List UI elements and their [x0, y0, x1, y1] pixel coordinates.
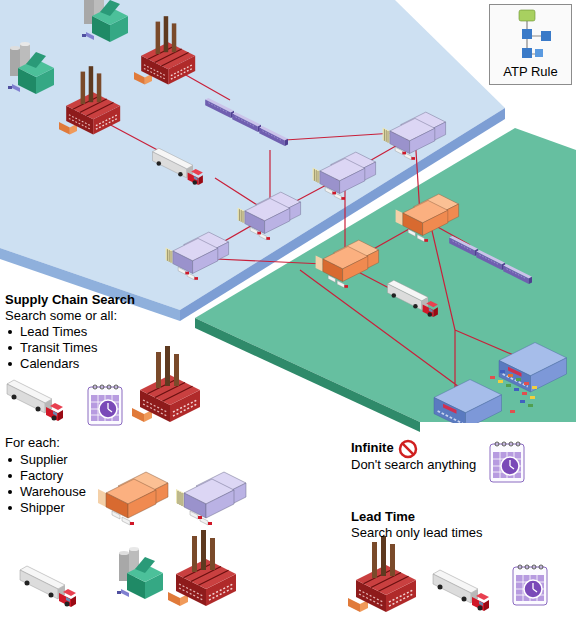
section-text: Search some or all: — [5, 308, 117, 324]
warehouse-icon — [313, 152, 376, 200]
platform-edge — [195, 318, 420, 432]
factory-icon — [168, 530, 236, 606]
box-label: ATP Rule — [490, 64, 571, 80]
orange-warehouse-icon — [98, 472, 168, 525]
bullet-item: Lead Times — [20, 324, 87, 340]
train-car — [449, 236, 478, 256]
factory-icon — [59, 66, 120, 134]
rule-icon — [519, 10, 551, 58]
truck-icon — [433, 570, 489, 611]
calendar-icon — [88, 385, 122, 425]
rule-box-fill — [489, 4, 572, 85]
factory-icon — [132, 346, 200, 422]
option-text: Don't search anything — [351, 457, 476, 473]
warehouse-icon — [176, 472, 246, 525]
option-heading: Infinite — [351, 440, 394, 456]
section-text: For each: — [5, 435, 60, 451]
store-icon — [499, 343, 567, 393]
orange-warehouse-icon — [396, 194, 459, 242]
no-symbol — [400, 441, 416, 457]
train-car — [205, 98, 234, 118]
train-car — [232, 112, 261, 132]
section-heading: Supply Chain Search — [5, 292, 135, 308]
truck-icon — [153, 148, 203, 185]
orange-warehouse-icon — [316, 240, 379, 288]
train-car — [476, 250, 505, 270]
supplier-icon — [82, 0, 128, 42]
factory-icon — [348, 536, 416, 612]
supplier-icon — [117, 547, 163, 599]
rule-box: ATP Rule — [489, 4, 572, 85]
store-icon — [434, 380, 502, 430]
bullet-item: Warehouse — [20, 484, 86, 500]
bullet-item: Calendars — [20, 356, 79, 372]
calendar-icon — [490, 442, 524, 482]
truck-icon — [7, 380, 63, 421]
bullet-item: Supplier — [20, 452, 68, 468]
truck-icon — [388, 280, 438, 317]
supplier-icon — [8, 42, 54, 94]
network-lines — [105, 66, 525, 395]
train-car — [503, 264, 532, 284]
warehouse-icon — [383, 112, 446, 160]
train-car — [259, 126, 288, 146]
calendar-icon — [513, 565, 547, 605]
bullet-item: Shipper — [20, 500, 65, 516]
warehouse-icon — [166, 232, 229, 280]
green-platform — [195, 128, 576, 422]
bullet-item: Factory — [20, 468, 63, 484]
parked-cars — [490, 370, 537, 413]
option-heading: Lead Time — [351, 509, 415, 525]
bullet-item: Transit Times — [20, 340, 98, 356]
warehouse-icon — [238, 192, 301, 240]
truck-icon — [20, 566, 76, 607]
option-text: Search only lead times — [351, 525, 483, 541]
factory-icon — [134, 16, 195, 84]
